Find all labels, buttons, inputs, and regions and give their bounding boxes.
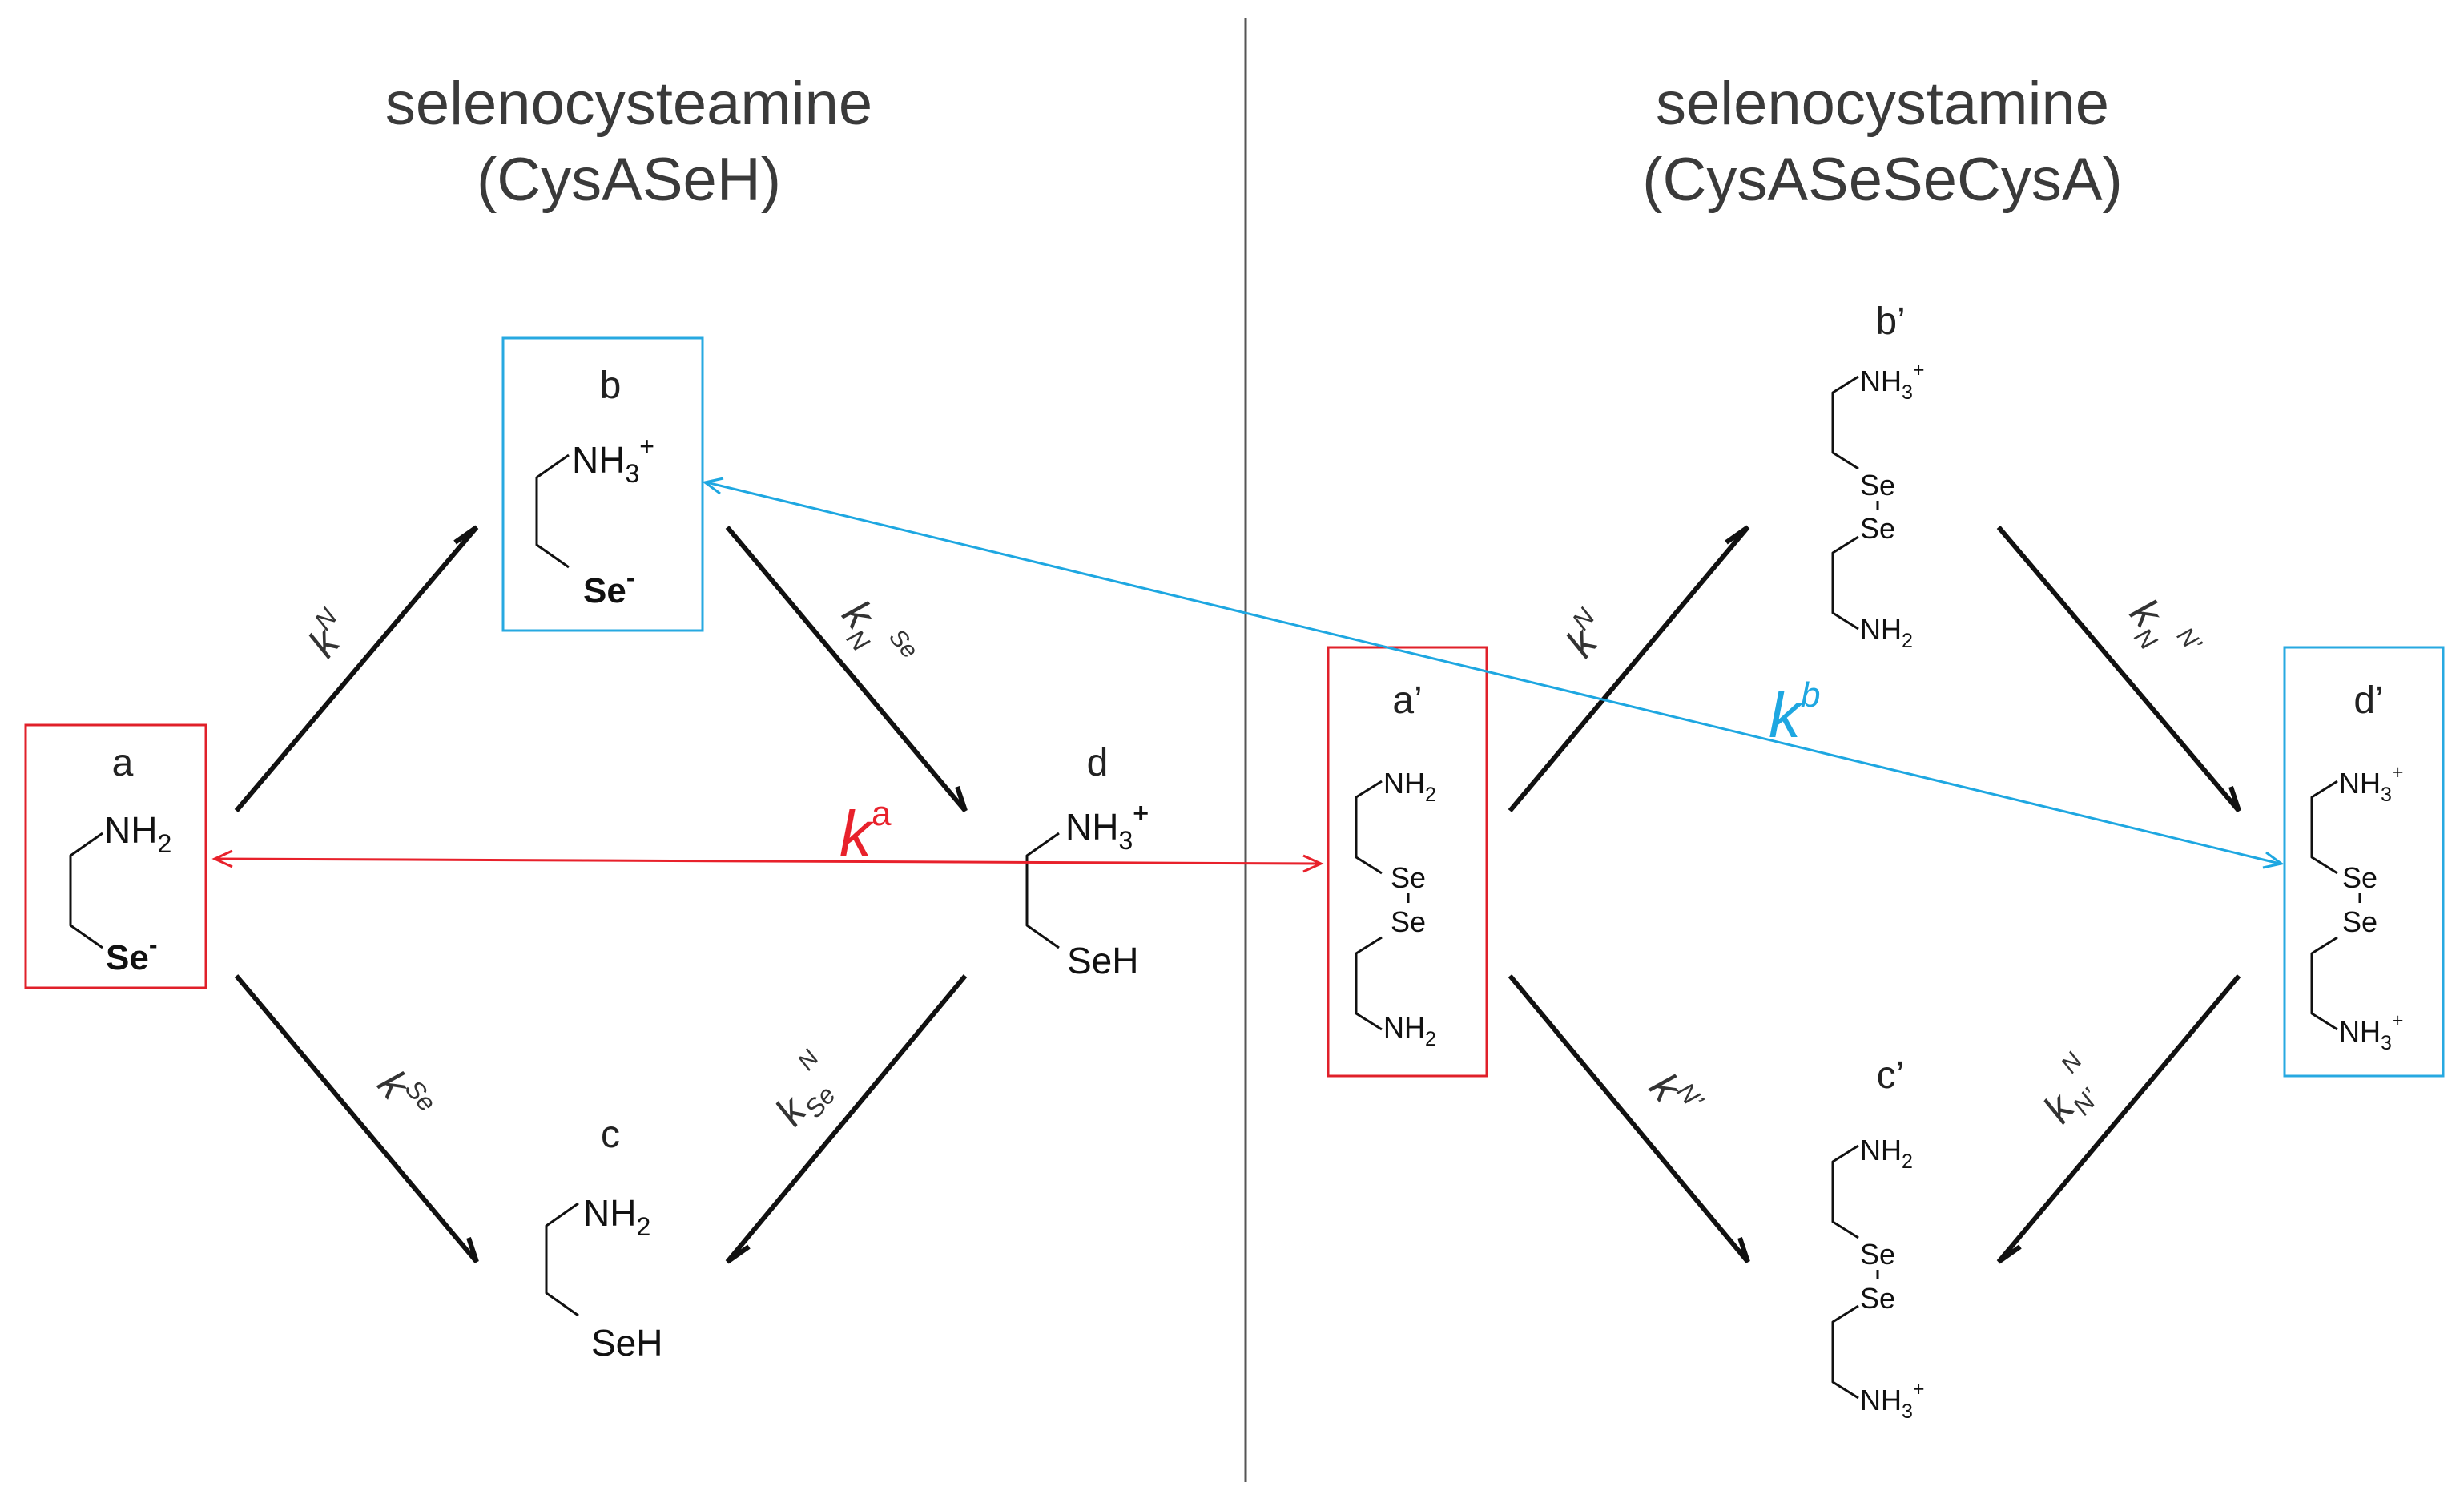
species-box-b [501, 336, 704, 632]
chem-b2-se1: Se [1860, 469, 1895, 502]
arrow-b2-to-d2 [1996, 526, 2241, 812]
svg-text:kNN’: kNN’ [2116, 586, 2208, 679]
chem-c-top: NH2 [583, 1192, 650, 1241]
arrow-a-to-b [234, 525, 479, 812]
species-label-b: b [600, 365, 622, 407]
species-box-d2 [2283, 646, 2445, 1078]
chem-c2-se2: Se [1860, 1282, 1895, 1315]
label-kb: kb [1769, 675, 1820, 751]
bond-b2-top [1831, 375, 1859, 470]
bond-b [535, 453, 570, 569]
species-label-b2: b’ [1875, 300, 1905, 343]
chem-c2-top: NH2 [1860, 1134, 1913, 1173]
arrow-kb [706, 481, 2281, 865]
bond-a [69, 832, 103, 949]
arrow-a2-to-b2 [1508, 525, 1750, 812]
chem-d2-se2: Se [2342, 905, 2377, 938]
svg-text:kN: kN [1553, 602, 1619, 666]
label-kN-ab: kN [296, 602, 361, 666]
chem-a-bottom: Se- [106, 930, 157, 977]
arrow-a2-to-c2 [1508, 974, 1750, 1263]
chem-b-top: NH3+ [572, 432, 654, 488]
bond-a2-bottom [1355, 936, 1383, 1031]
label-kN-a2b2: kN [1553, 602, 1619, 666]
chem-d2-top: NH3+ [2339, 761, 2404, 806]
bond-c2-top [1831, 1144, 1859, 1239]
chem-d2-se1: Se [2342, 861, 2377, 894]
arrow-ka [215, 857, 1320, 865]
svg-text:kN’: kN’ [1641, 1061, 1710, 1130]
label-ka: ka [839, 794, 892, 869]
bond-d [1025, 832, 1060, 949]
species-label-a: a [112, 742, 134, 784]
species-label-c: c [601, 1114, 620, 1156]
species-label-c2: c’ [1877, 1054, 1905, 1097]
right-title-line1: selenocystamine [1656, 70, 2109, 138]
arrow-ka-head-left [211, 849, 233, 868]
chem-a2-se1: Se [1391, 861, 1426, 894]
chem-d2-bottom: NH3+ [2339, 1009, 2404, 1054]
right-title-line2: (CysASeSeCysA) [1642, 146, 2123, 214]
arrow-d2-to-c2 [1996, 974, 2241, 1264]
species-label-d: d [1087, 742, 1109, 784]
label-kSe-ac: kSe [368, 1058, 442, 1132]
arrow-d-to-c [725, 974, 968, 1264]
chem-c2-se1: Se [1860, 1238, 1895, 1271]
chem-c-bottom: SeH [591, 1322, 662, 1364]
svg-text:kN: kN [296, 602, 361, 666]
bond-d2-top [2310, 780, 2338, 875]
bond-c [545, 1202, 579, 1317]
chem-a2-bottom: NH2 [1383, 1011, 1436, 1050]
bond-c2-bottom [1831, 1304, 1859, 1400]
left-title-line2: (CysASeH) [477, 146, 781, 214]
chem-b2-se2: Se [1860, 512, 1895, 545]
bond-d2-bottom [2310, 936, 2338, 1031]
species-label-a2: a’ [1392, 679, 1422, 722]
species-box-a2 [1327, 646, 1488, 1078]
chem-d-top: NH3+ [1065, 798, 1149, 855]
bond-a2-top [1355, 780, 1383, 875]
arrow-b-to-d [725, 526, 968, 812]
arrow-a-to-c [234, 974, 479, 1263]
arrow-ka-head-right [1302, 854, 1324, 873]
chem-b-bottom: Se- [583, 563, 634, 610]
svg-text:kN’N: kN’N [2027, 1048, 2116, 1137]
arrow-kb-head-left [702, 477, 724, 495]
svg-text:kSe: kSe [368, 1058, 442, 1132]
chem-c2-bottom: NH3+ [1860, 1378, 1925, 1423]
chem-b2-top: NH3+ [1860, 359, 1925, 404]
chem-a2-se2: Se [1391, 905, 1426, 938]
left-title-line1: selenocysteamine [385, 70, 872, 138]
species-box-a [24, 723, 207, 989]
arrow-kb-head-right [2262, 851, 2285, 869]
chem-b2-bottom: NH2 [1860, 613, 1913, 652]
species-label-d2: d’ [2353, 679, 2383, 722]
label-kN-a2c2: kN’ [1641, 1061, 1710, 1130]
bond-b2-bottom [1831, 535, 1859, 631]
label-kNN-c2d2: kN’N [2027, 1048, 2116, 1137]
chem-a-top: NH2 [104, 809, 171, 858]
chem-a2-top: NH2 [1383, 767, 1436, 806]
chem-d-bottom: SeH [1067, 940, 1138, 981]
